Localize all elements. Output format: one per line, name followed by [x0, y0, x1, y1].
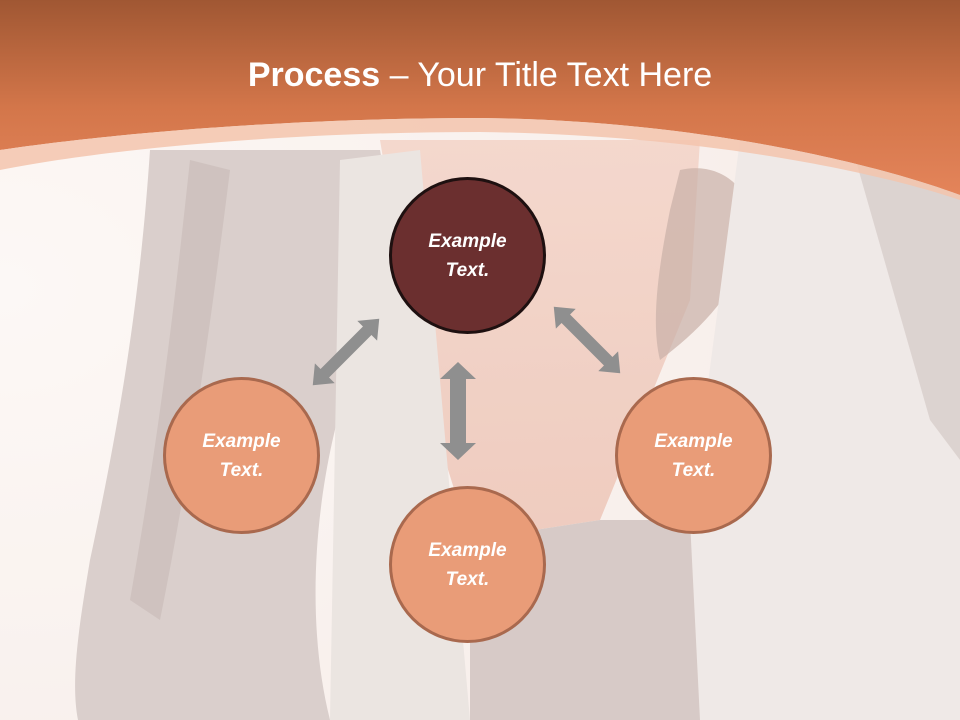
right-node-text: Example Text.	[654, 430, 733, 481]
slide-title-bold: Process	[247, 56, 381, 94]
slide-title: Process – Your Title Text Here	[0, 52, 960, 98]
bottom-node[interactable]: Example Text.	[389, 486, 546, 643]
right-node[interactable]: Example Text.	[615, 377, 772, 534]
double-arrow-vertical	[440, 362, 476, 460]
slide-title-rest: – Your Title Text Here	[380, 56, 713, 94]
double-arrow-right	[553, 306, 621, 374]
center-node[interactable]: Example Text.	[389, 177, 546, 334]
center-node-text: Example Text.	[428, 230, 507, 281]
header-band	[0, 0, 960, 200]
left-node-text: Example Text.	[202, 430, 281, 481]
double-arrow-left	[312, 318, 380, 386]
bottom-node-text: Example Text.	[428, 539, 507, 590]
left-node[interactable]: Example Text.	[163, 377, 320, 534]
